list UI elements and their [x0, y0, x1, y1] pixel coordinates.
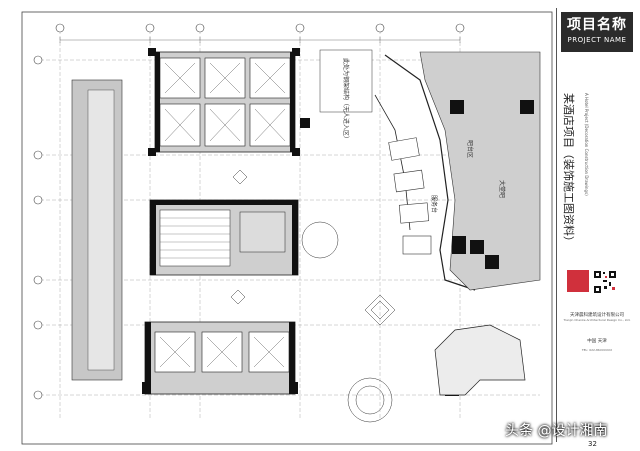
- drawing-subtitle: A Hotel Project (Decoration Construction…: [584, 93, 589, 196]
- stair-core: [149, 199, 299, 276]
- page-number: 32: [588, 440, 597, 448]
- storage-room: [319, 49, 373, 113]
- company-name-en: Tianjin Chenke Architectural Design Co.,…: [563, 318, 631, 322]
- elevator-core-bottom: [144, 321, 296, 395]
- lounge-label: 大堂吧: [498, 180, 506, 198]
- project-name-header: 项目名称 PROJECT NAME: [561, 12, 633, 52]
- grid-bubbles: [33, 23, 465, 400]
- elevator-core-top: [154, 51, 296, 153]
- structural-columns: [142, 48, 310, 394]
- source-watermark: 头条 @设计湘南: [505, 423, 608, 439]
- drawing-title: 某酒店项目（装饰施工图资料）: [562, 93, 575, 247]
- service-room-label: 服务台: [430, 195, 438, 213]
- company-city: 中国 天津: [587, 339, 607, 344]
- project-name-en: PROJECT NAME: [567, 36, 627, 44]
- company-name-cn: 天津晨科建筑设计有限公司: [570, 313, 624, 318]
- drawing-title-block: 某酒店项目（装饰施工图资料） A Hotel Project (Decorati…: [562, 93, 627, 258]
- qr-code-icon: [593, 270, 617, 294]
- dimension-lines: [59, 37, 461, 43]
- bar-area-label: 吧台区: [466, 140, 474, 158]
- project-name-cn: 项目名称: [567, 17, 627, 33]
- drawing-frame: [21, 11, 553, 445]
- company-logo: [567, 270, 589, 292]
- company-tel: TEL: 022-86XXXXXX: [581, 348, 613, 352]
- title-block: 项目名称 PROJECT NAME 某酒店项目（装饰施工图资料） A Hotel…: [556, 8, 637, 442]
- floor-plan: 此处为钢架结构（无人进入区） 服务台 吧台区 大堂吧: [21, 11, 553, 445]
- reception-desk: [374, 54, 476, 291]
- lobby-floor: [230, 54, 396, 423]
- storage-note: 此处为钢架结构（无人进入区）: [342, 58, 350, 142]
- lower-right-room: [434, 324, 526, 396]
